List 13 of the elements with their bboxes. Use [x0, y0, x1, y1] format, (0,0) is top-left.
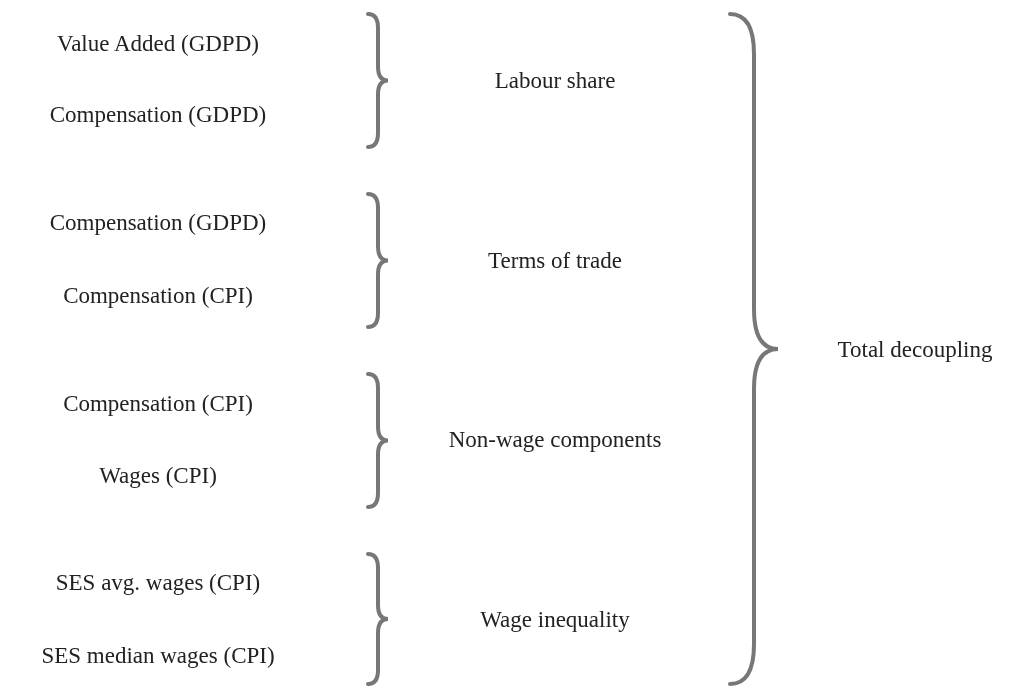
row-label: Value Added (GDPD) [57, 31, 259, 57]
total-label: Total decoupling [837, 337, 993, 363]
group-label: Wage inequality [480, 607, 630, 633]
group-label: Terms of trade [488, 248, 622, 274]
row-label: Compensation (CPI) [63, 283, 253, 309]
row-label: Compensation (GDPD) [49, 102, 267, 128]
row-label: Compensation (CPI) [63, 391, 253, 417]
row-label: Compensation (GDPD) [49, 210, 267, 236]
row-label: SES median wages (CPI) [41, 643, 275, 669]
group-label: Non-wage components [448, 427, 662, 453]
group-label: Labour share [494, 68, 616, 94]
row-label: SES avg. wages (CPI) [55, 570, 261, 596]
row-label: Wages (CPI) [99, 463, 217, 489]
